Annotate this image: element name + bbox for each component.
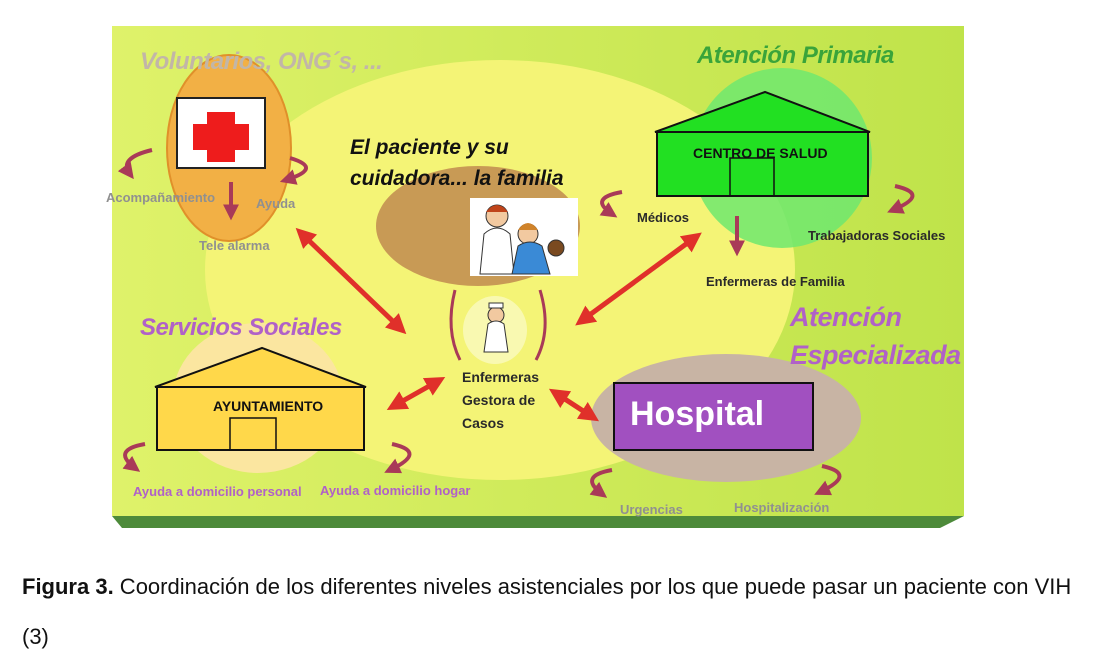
region-voluntarios: Voluntarios, ONG´s, ... xyxy=(140,48,383,75)
caption-prefix: Figura 3. xyxy=(22,574,114,599)
label-enfermeras-familia: Enfermeras de Familia xyxy=(706,274,845,289)
hospital-label: Hospital xyxy=(630,395,765,433)
loop-ayuda-personal xyxy=(122,442,146,472)
ayuntamiento-door xyxy=(229,417,277,451)
caption-text: Coordinación de los diferentes niveles a… xyxy=(22,574,1072,649)
region-atencion-especializada-1: Atención xyxy=(790,302,902,332)
centro-salud-label: CENTRO DE SALUD xyxy=(693,145,828,161)
arrow-voluntarios-nurse xyxy=(295,227,407,335)
arrow-ayuntamiento-nurse xyxy=(386,377,446,410)
nurse-label-line1: Enfermeras xyxy=(462,369,540,385)
loop-ayuda-hogar xyxy=(384,442,412,474)
arrow-primaria-nurse xyxy=(575,232,702,326)
arrow-hospital-nurse xyxy=(548,388,600,422)
coordination-diagram xyxy=(112,26,964,528)
connector-arc-right xyxy=(534,289,547,361)
red-cross-icon xyxy=(193,112,249,162)
centro-salud-box xyxy=(656,131,869,197)
label-ayuda: Ayuda xyxy=(256,196,296,211)
region-atencion-especializada-2: Especializada xyxy=(790,340,961,370)
nurse-label-line3: Casos xyxy=(462,415,505,431)
connector-arc-left xyxy=(449,289,462,361)
centro-salud-door xyxy=(729,157,775,197)
loop-ayuda xyxy=(279,156,308,185)
loop-trabajadoras xyxy=(887,184,915,214)
hospital-box xyxy=(613,382,814,451)
patient-caregiver-figure xyxy=(470,198,578,276)
label-ayuda-personal: Ayuda a domicilio personal xyxy=(133,484,302,499)
patient-title-line1: El paciente y su xyxy=(350,136,509,159)
region-atencion-primaria: Atención Primaria xyxy=(697,42,894,69)
label-trabajadoras-sociales: Trabajadoras Sociales xyxy=(808,228,946,243)
label-medicos: Médicos xyxy=(637,210,690,225)
ayuntamiento-label: AYUNTAMIENTO xyxy=(213,398,324,414)
label-hospitalizacion: Hospitalización xyxy=(734,500,830,515)
label-tele-alarma: Tele alarma xyxy=(199,238,270,253)
region-servicios-sociales: Servicios Sociales xyxy=(140,314,342,341)
loop-hospitalizacion xyxy=(814,464,842,496)
loop-acompanamiento xyxy=(117,148,153,180)
diagram-base-shadow xyxy=(112,516,964,528)
label-ayuda-hogar: Ayuda a domicilio hogar xyxy=(320,483,471,498)
nurse-manager-figure xyxy=(463,296,527,364)
loop-medicos xyxy=(599,190,623,218)
label-acompanamiento: Acompañamiento xyxy=(106,190,216,205)
nurse-label-line2: Gestora de xyxy=(462,392,536,408)
label-urgencias: Urgencias xyxy=(620,502,683,517)
figure-caption: Figura 3. Coordinación de los diferentes… xyxy=(22,562,1082,662)
loop-urgencias xyxy=(589,468,613,498)
patient-title-line2: cuidadora... la familia xyxy=(350,167,564,190)
